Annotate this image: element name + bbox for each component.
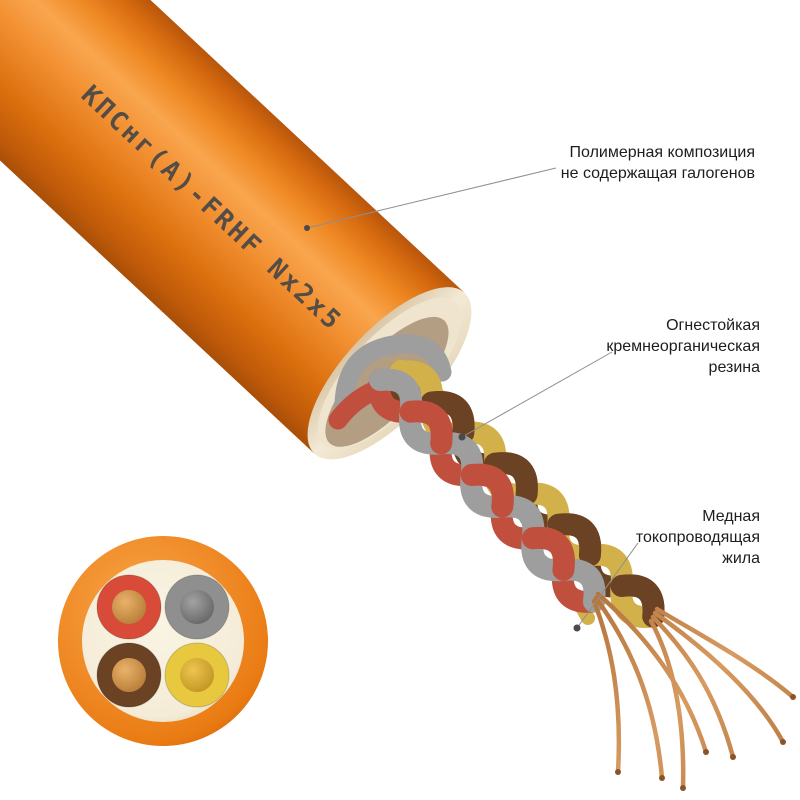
red-wire-twist [521,526,575,581]
copper-strand [593,595,665,781]
brown-wire-twist [547,513,602,567]
callout-insulation: Огнестойкая кремнеорганическая резина [606,315,760,378]
callout-insulation-line: Огнестойкая [666,317,760,334]
callout-insulation-line: резина [708,359,760,376]
copper-strand [652,610,786,745]
strand-tip [790,694,796,700]
brown-wire-twist [610,574,665,628]
strand-tip [703,749,709,755]
callout-conductor-line: токопроводящая [635,529,760,546]
leader-dot-conductor [573,624,581,632]
section-core-yellow [180,658,214,692]
brown-wire-twist [483,452,538,506]
brown-wire-twist [420,391,475,445]
strand-tip [659,775,665,781]
leader-line-sheath [306,167,557,229]
leader-dot-insulation [458,433,466,441]
copper-strand [648,618,686,791]
copper-strand [595,591,709,755]
copper-strands [591,591,796,791]
gray-wire-loop [334,334,452,414]
callout-conductor-line: жила [722,550,760,567]
wire-pair-red-gray [368,368,606,613]
copper-strand [654,606,796,700]
cable-sheath [0,0,465,454]
callout-insulation-line: кремнеорганическая [606,338,760,355]
callout-conductor: Медная токопроводящая жила [636,506,760,569]
leader-line-conductor [576,542,639,629]
strand-tip [780,739,786,745]
leader-line-insulation [461,351,613,438]
strand-tip [730,754,736,760]
section-core-red [112,590,146,624]
strand-tip [615,769,621,775]
leader-dot-sheath [304,225,310,231]
copper-strand-tips [615,694,796,791]
copper-strand [591,598,622,775]
callout-sheath: Полимерная композиция не содержащая гало… [561,142,755,184]
wire-pair-brown-yellow [388,360,665,629]
red-wire-twist [460,463,514,518]
strand-tip [680,785,686,791]
red-wire-twist [399,400,453,455]
callout-sheath-line: не содержащая галогенов [560,165,755,182]
section-core-brown [112,658,146,692]
cable-cross-section [58,536,268,746]
callout-sheath-line: Полимерная композиция [569,144,755,161]
callout-conductor-line: Медная [702,508,760,525]
section-core-gray [180,590,214,624]
leader-lines [306,167,639,629]
copper-strand [650,614,736,760]
